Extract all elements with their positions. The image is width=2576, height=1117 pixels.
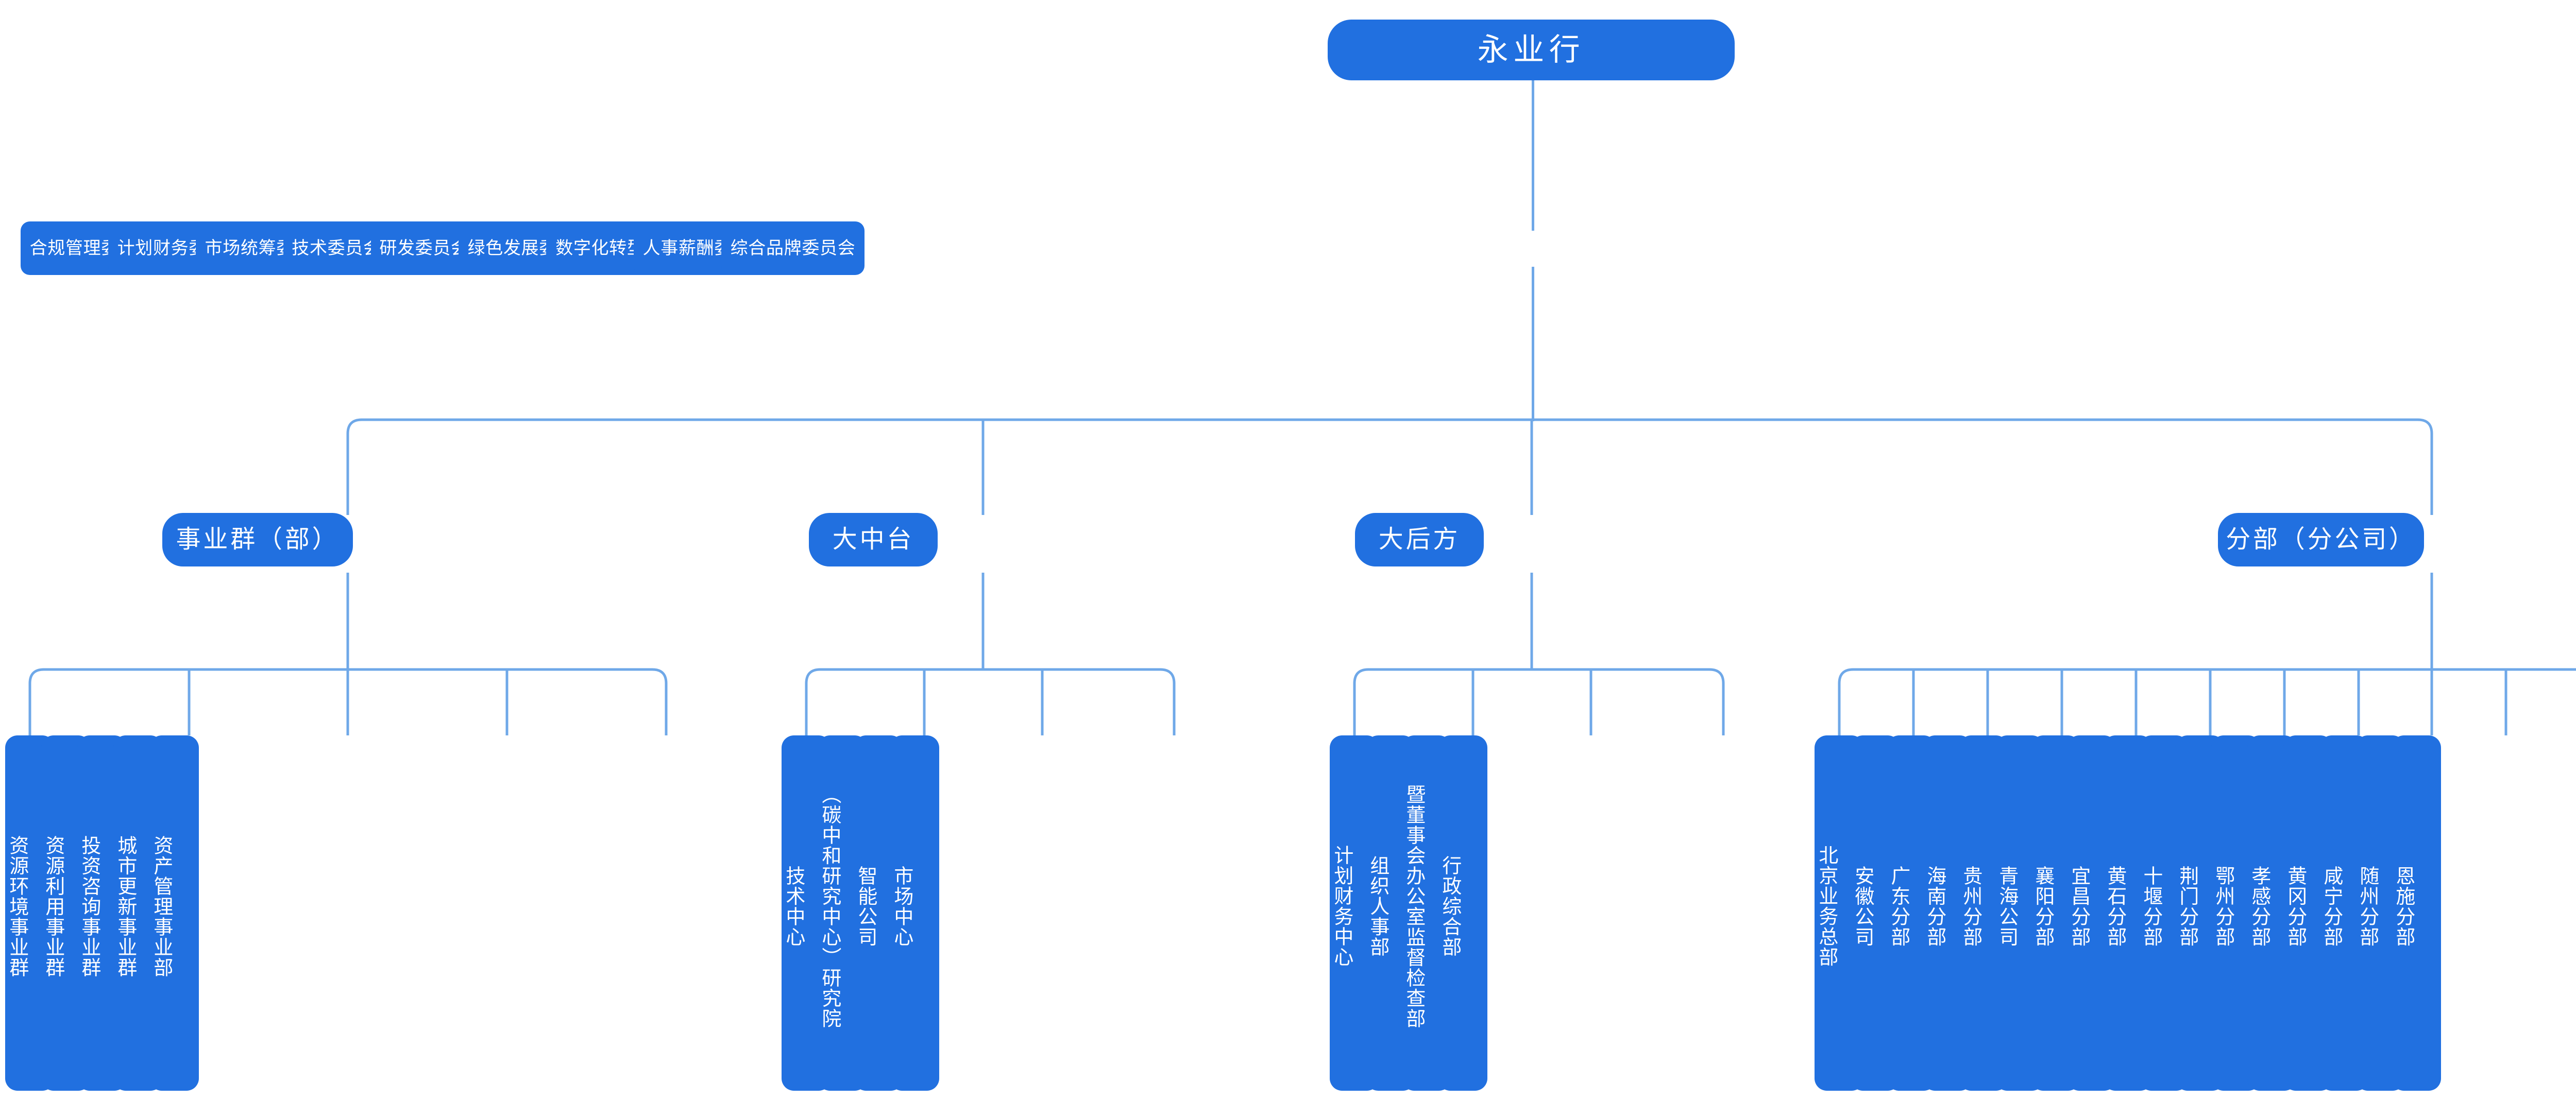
division-label: 大中台	[832, 525, 914, 553]
leaf-label: 襄阳分部	[2031, 865, 2054, 948]
connector-division-bus	[346, 418, 2433, 515]
division-node-0[interactable]: 事业群（部）	[162, 513, 353, 566]
connector-group3-bus	[1353, 573, 1725, 735]
committee-label: 综合品牌委员会	[730, 238, 856, 258]
connector-root-stem	[1532, 50, 1534, 231]
connector-group4-bus	[1838, 573, 2576, 735]
leaf-label: 随州分部	[2356, 865, 2378, 948]
division-label: 大后方	[1378, 525, 1461, 553]
division-node-1[interactable]: 大中台	[809, 513, 938, 566]
leaf-label: 宜昌分部	[2067, 865, 2090, 948]
connector-root-to-division-bus	[1532, 267, 1534, 421]
division-label: 事业群（部）	[176, 525, 340, 553]
leaf-node-g4-16[interactable]: 恩施分部	[2392, 735, 2441, 1091]
leaf-label: 黄石分部	[2104, 865, 2126, 948]
leaf-label: 计划财务中心	[1330, 845, 1352, 968]
leaf-label: 研究院	[818, 967, 840, 1029]
leaf-label: 广东分部	[1887, 865, 1909, 948]
leaf-label: 资源环境事业群	[6, 835, 28, 978]
leaf-node-g1-4[interactable]: 资产管理事业部	[149, 735, 199, 1091]
leaf-node-g2-3[interactable]: 市场中心	[890, 735, 939, 1091]
leaf-label-secondary: 暨董事会办公室	[1402, 784, 1425, 927]
leaf-label: 恩施分部	[2392, 865, 2414, 948]
leaf-label: 资产管理事业部	[150, 835, 172, 978]
leaf-label: 市场中心	[890, 865, 912, 948]
leaf-label: 技术中心	[782, 865, 804, 948]
leaf-label: 十堰分部	[2140, 865, 2162, 948]
connector-group1-bus	[28, 573, 668, 735]
leaf-label: 组织人事部	[1366, 855, 1388, 957]
leaf-label: 投资咨询事业群	[78, 835, 100, 978]
leaf-label: 资源利用事业群	[42, 835, 64, 978]
committee-label: 技术委员会	[292, 238, 381, 258]
division-node-2[interactable]: 大后方	[1355, 513, 1484, 566]
connector-group2-bus	[805, 573, 1176, 735]
leaf-label: 贵州分部	[1959, 865, 1981, 948]
committee-label: 研发委员会	[379, 238, 469, 258]
committee-node-8[interactable]: 综合品牌委员会	[721, 221, 865, 275]
leaf-label-secondary: （碳中和研究中心）	[818, 784, 840, 968]
leaf-node-g3-3[interactable]: 行政综合部	[1438, 735, 1487, 1091]
division-node-3[interactable]: 分部（分公司）	[2218, 513, 2424, 566]
leaf-label: 海南分部	[1923, 865, 1945, 948]
leaf-label: 咸宁分部	[2320, 865, 2342, 948]
division-label: 分部（分公司）	[2226, 525, 2416, 553]
root-node[interactable]: 永业行	[1328, 20, 1735, 80]
leaf-label: 黄冈分部	[2284, 865, 2306, 948]
leaf-label: 智能公司	[854, 865, 876, 948]
leaf-label: 安徽公司	[1851, 865, 1873, 948]
leaf-label: 孝感分部	[2248, 865, 2270, 948]
root-node-label: 永业行	[1477, 32, 1585, 67]
leaf-label: 监督检查部	[1402, 926, 1425, 1029]
leaf-label: 城市更新事业群	[114, 835, 136, 978]
leaf-label: 行政综合部	[1438, 855, 1461, 957]
leaf-label: 青海公司	[1995, 865, 2018, 948]
leaf-label: 荆门分部	[2176, 865, 2198, 948]
leaf-label: 鄂州分部	[2212, 865, 2234, 948]
leaf-label: 北京业务总部	[1815, 845, 1837, 968]
